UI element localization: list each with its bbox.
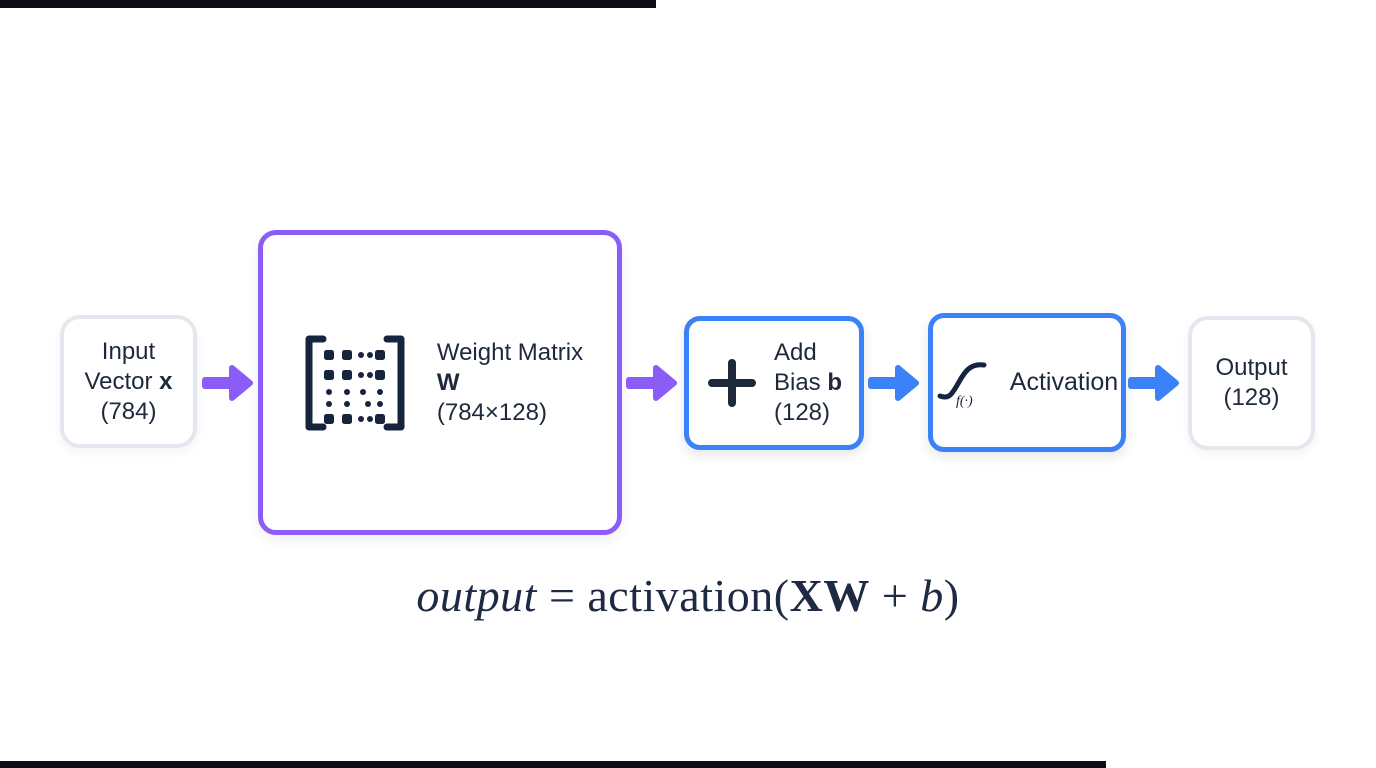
weight-symbol: W (436, 368, 460, 396)
formula-plus: + (869, 570, 921, 621)
arrow-right-icon (868, 365, 919, 401)
formula-b-term: b (920, 570, 944, 621)
matrix-icon (305, 335, 405, 430)
plus-icon (707, 359, 756, 407)
bias-line2: Bias (773, 369, 828, 396)
arrow-right-icon (626, 365, 677, 401)
activation-label: Activation (1009, 368, 1119, 396)
layer-equation: output = activation(XW + b) (0, 569, 1376, 622)
input-symbol: x (159, 367, 173, 395)
weight-matrix-node: Weight Matrix W (784×128) (258, 230, 622, 535)
weight-title: Weight Matrix (436, 338, 584, 366)
arrow-right-icon (202, 365, 253, 401)
output-node: Output (128) (1188, 316, 1315, 450)
input-vector-label: Input Vector x (784) (84, 337, 172, 427)
add-bias-node: Add Bias b (128) (684, 316, 864, 450)
formula-equals: = (536, 570, 588, 621)
formula-activation-term: activation( (587, 570, 790, 621)
bias-dims: (128) (773, 399, 831, 426)
formula-output-term: output (416, 570, 537, 621)
formula-close-paren: ) (943, 570, 960, 621)
top-edge-bar (0, 0, 656, 8)
arrow-right-icon (1128, 365, 1179, 401)
activation-icon-label: f(·) (956, 394, 973, 408)
weight-matrix-label: Weight Matrix W (784×128) (437, 338, 583, 428)
input-line1: Input (101, 337, 156, 365)
output-line1: Output (1215, 354, 1288, 381)
activation-node: f(·) Activation (928, 313, 1126, 452)
input-line2: Vector (84, 367, 160, 395)
formula-xw-term: XW (789, 570, 870, 621)
input-dims: (784) (100, 397, 157, 425)
bias-line1: Add (773, 339, 817, 366)
input-vector-node: Input Vector x (784) (60, 315, 197, 448)
add-bias-label: Add Bias b (128) (774, 338, 842, 428)
output-dims: (128) (1223, 384, 1280, 411)
weight-dims: (784×128) (436, 398, 547, 426)
bottom-edge-bar (0, 761, 1106, 768)
activation-function-icon: f(·) (937, 361, 987, 408)
bias-symbol: b (827, 369, 843, 396)
output-label: Output (128) (1215, 353, 1287, 413)
